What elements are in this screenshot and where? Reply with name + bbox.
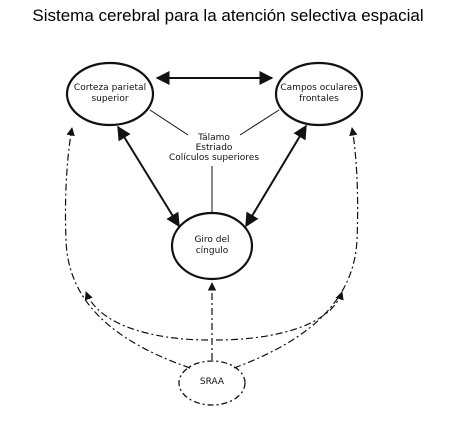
center-line-colliculi: Colículos superiores <box>168 153 260 163</box>
sraa-label-text: SRAA <box>199 377 225 387</box>
frontal-label-line2: frontales <box>299 94 339 104</box>
cingulate-node <box>170 211 254 281</box>
arrow-frontal-cingulate <box>245 124 307 228</box>
dashed-spread-left <box>84 291 209 341</box>
center-line-thalamus: Tálamo <box>198 133 230 143</box>
dashed-spread-right <box>215 291 344 341</box>
sraa-label: SRAA <box>182 377 242 388</box>
parietal-node <box>65 61 155 127</box>
frontal-label-line1: Campos oculares <box>280 83 358 93</box>
cingulate-label: Giro del cíngulo <box>172 235 252 257</box>
sraa-node <box>178 360 246 406</box>
connector-frontal-center <box>239 109 280 136</box>
cingulate-label-line1: Giro del <box>194 235 230 245</box>
parietal-label-line1: Corteza parietal <box>73 83 147 93</box>
arrow-parietal-cingulate <box>117 125 180 228</box>
parietal-label-line2: superior <box>91 94 129 104</box>
frontal-node <box>274 61 364 127</box>
dashed-sraa-parietal <box>64 127 191 369</box>
center-structures-label: Tálamo Estriado Colículos superiores <box>160 133 268 163</box>
connector-parietal-center <box>149 109 189 136</box>
center-line-striatum: Estriado <box>195 143 233 153</box>
parietal-label: Corteza parietal superior <box>67 83 153 105</box>
diagram-title: Sistema cerebral para la atención select… <box>32 6 424 25</box>
dashed-sraa-frontal <box>233 127 359 369</box>
cingulate-label-line2: cíngulo <box>195 246 229 256</box>
frontal-label: Campos oculares frontales <box>276 83 362 105</box>
